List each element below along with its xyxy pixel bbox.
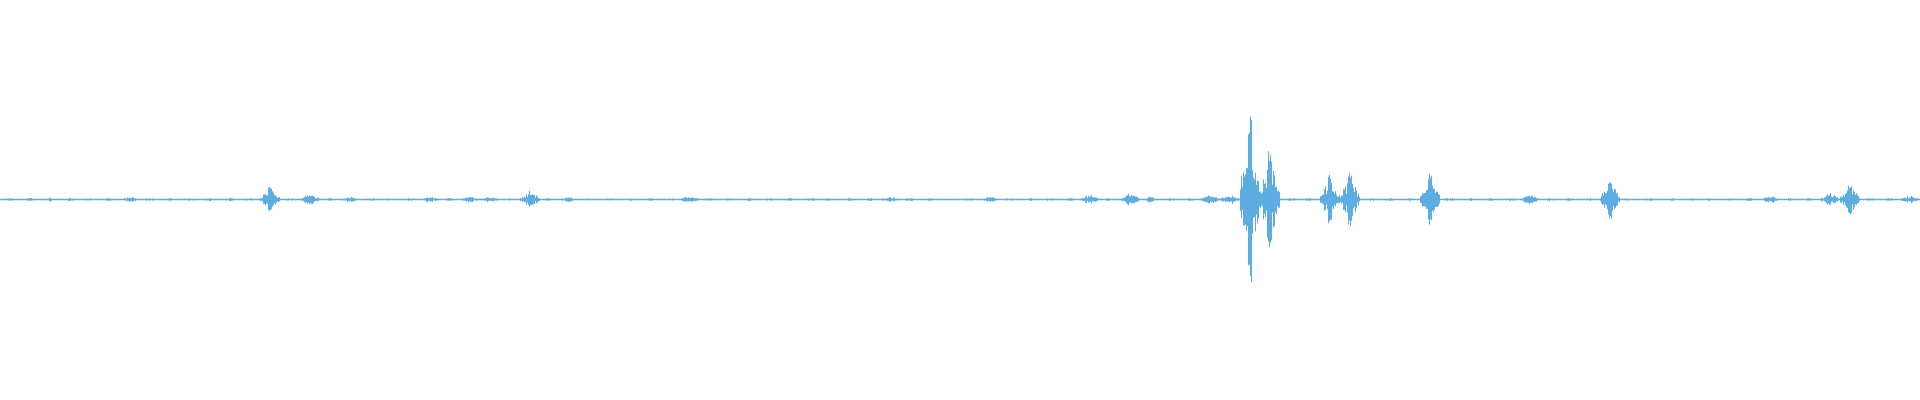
waveform-segment	[1780, 198, 1800, 202]
waveform-segment	[1400, 197, 1420, 202]
waveform-segment	[0, 198, 20, 201]
waveform-segment	[160, 198, 180, 202]
waveform-segment	[1580, 197, 1600, 202]
waveform-segment	[460, 197, 480, 203]
waveform-segment	[900, 198, 920, 201]
waveform-segment	[1760, 196, 1780, 203]
waveform-segment	[780, 198, 800, 201]
waveform-segment	[1100, 198, 1120, 201]
waveform-segment	[1620, 198, 1640, 201]
waveform-segment	[1380, 198, 1400, 201]
waveform-segment	[1900, 195, 1920, 204]
waveform-segment	[1480, 198, 1500, 201]
waveform-segment	[520, 190, 540, 207]
waveform-segment	[40, 197, 60, 202]
waveform-segment	[480, 197, 500, 202]
waveform-segment	[200, 198, 220, 202]
waveform-segment	[540, 198, 560, 201]
waveform-segment	[140, 198, 160, 201]
waveform-segment	[260, 187, 280, 211]
waveform-segment	[1700, 198, 1720, 201]
waveform-segment	[1080, 195, 1100, 204]
waveform-segment	[1640, 198, 1660, 201]
waveform-segment	[1000, 198, 1020, 201]
waveform-segment	[640, 198, 660, 201]
waveform-segment	[1040, 198, 1060, 201]
waveform-segment	[100, 198, 120, 201]
waveform-segment	[800, 198, 820, 201]
waveform-segment	[1360, 198, 1380, 201]
waveform-segment	[1880, 198, 1900, 201]
waveform-segment	[20, 198, 40, 201]
waveform-segment	[1200, 195, 1220, 204]
waveform-segment	[560, 197, 580, 202]
waveform-segment	[380, 198, 400, 201]
waveform-segment	[1280, 197, 1300, 202]
waveform-segment	[920, 198, 940, 202]
waveform-segment	[1660, 198, 1680, 201]
waveform-segment	[1860, 198, 1880, 201]
waveform-segment	[860, 198, 880, 201]
waveform-segment	[1680, 198, 1700, 201]
waveform-segment	[120, 197, 140, 202]
waveform-segment	[1840, 185, 1860, 215]
waveform-segment	[1180, 198, 1200, 201]
waveform-segment	[1020, 198, 1040, 201]
waveform-segment	[320, 198, 340, 201]
waveform-segment	[400, 198, 420, 201]
waveform-segment	[180, 198, 200, 201]
waveform-segment	[580, 198, 600, 201]
waveform-segment	[1420, 174, 1440, 225]
waveform-segment	[1540, 197, 1560, 202]
waveform-segment	[600, 198, 620, 201]
waveform-segment	[360, 198, 380, 201]
waveform-segment	[760, 198, 780, 201]
waveform-segment	[1600, 182, 1620, 219]
waveform-segment	[1340, 172, 1360, 226]
waveform-segment	[940, 198, 960, 201]
waveform-segment	[220, 197, 240, 202]
waveform-segment	[1260, 151, 1280, 248]
waveform-segment	[1560, 198, 1580, 202]
waveform-segment	[1120, 193, 1140, 206]
waveform-segment	[620, 198, 640, 201]
waveform-segment	[420, 197, 440, 203]
waveform-segment	[960, 198, 980, 201]
waveform-segment	[1240, 116, 1260, 283]
waveform-segment	[1220, 195, 1240, 205]
waveform-segment	[1500, 198, 1520, 202]
waveform-segment	[1520, 195, 1540, 204]
waveform-segment	[700, 198, 720, 201]
waveform-segment	[1140, 196, 1160, 203]
waveform-segment	[1460, 198, 1480, 201]
waveform-segment	[300, 195, 320, 205]
waveform-segment	[880, 197, 900, 202]
waveform-segment	[1300, 198, 1320, 201]
waveform-segment	[1060, 197, 1080, 202]
waveform-segment	[740, 198, 760, 201]
waveform-segment	[680, 196, 700, 203]
waveform-segment	[980, 197, 1000, 202]
waveform-segment	[240, 198, 260, 201]
waveform-segment	[1800, 198, 1820, 201]
waveform-segment	[60, 198, 80, 201]
waveform-segment	[80, 198, 100, 201]
waveform-segment	[280, 198, 300, 201]
waveform-segment	[440, 198, 460, 201]
waveform-segment	[660, 198, 680, 201]
waveform-segment	[1440, 197, 1460, 202]
waveform-segment	[1720, 198, 1740, 201]
waveform-segment	[1160, 198, 1180, 201]
waveform-segment	[1320, 174, 1340, 224]
waveform-segment	[820, 198, 840, 201]
waveform-segment	[1740, 198, 1760, 201]
waveform-segment	[1820, 193, 1840, 205]
waveform-segment	[720, 198, 740, 201]
waveform-segment	[340, 196, 360, 202]
waveform-segment	[840, 197, 860, 201]
waveform-segments	[0, 116, 1920, 283]
waveform-segment	[500, 198, 520, 201]
